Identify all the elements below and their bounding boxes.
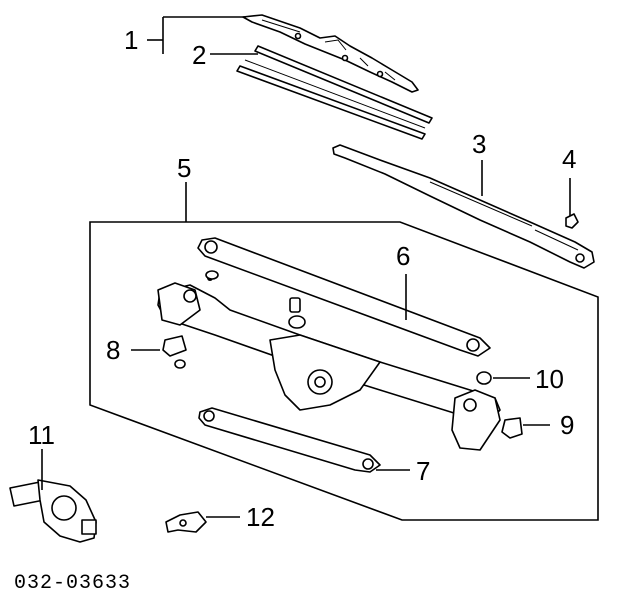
callout-8: 8 [106,335,120,365]
callout-4: 4 [562,144,576,174]
callout-10: 10 [535,364,564,394]
bracket-12 [165,511,207,533]
callout-6: 6 [396,241,410,271]
lower-link-rod [198,407,381,473]
bushing-9 [501,417,523,439]
callout-12: 12 [246,502,275,532]
leader-lines [41,160,571,518]
linkage-main-body [157,275,501,451]
wiper-motor [9,479,97,543]
wiper-arm [332,144,595,269]
linkage-frame-outline [89,182,599,521]
callout-1: 1 [124,25,138,55]
callout-11: 11 [28,420,55,450]
callout-9: 9 [560,410,574,440]
callout-2: 2 [192,40,206,70]
catalog-code: 032-03633 [14,572,131,595]
wiper-blade-assembly [242,14,419,93]
callout-labels: 1 2 3 4 5 6 7 8 9 10 11 12 [28,25,576,532]
arm-cap [565,213,579,229]
bushing-8 [162,335,187,369]
callout-5: 5 [177,153,191,183]
nut-10 [476,371,492,385]
upper-link-rod [197,237,491,357]
bracket-1-2 [147,16,258,55]
callout-7: 7 [416,456,430,486]
grommets [205,270,306,329]
callout-3: 3 [472,129,486,159]
wiper-rubber-strip [236,45,433,140]
